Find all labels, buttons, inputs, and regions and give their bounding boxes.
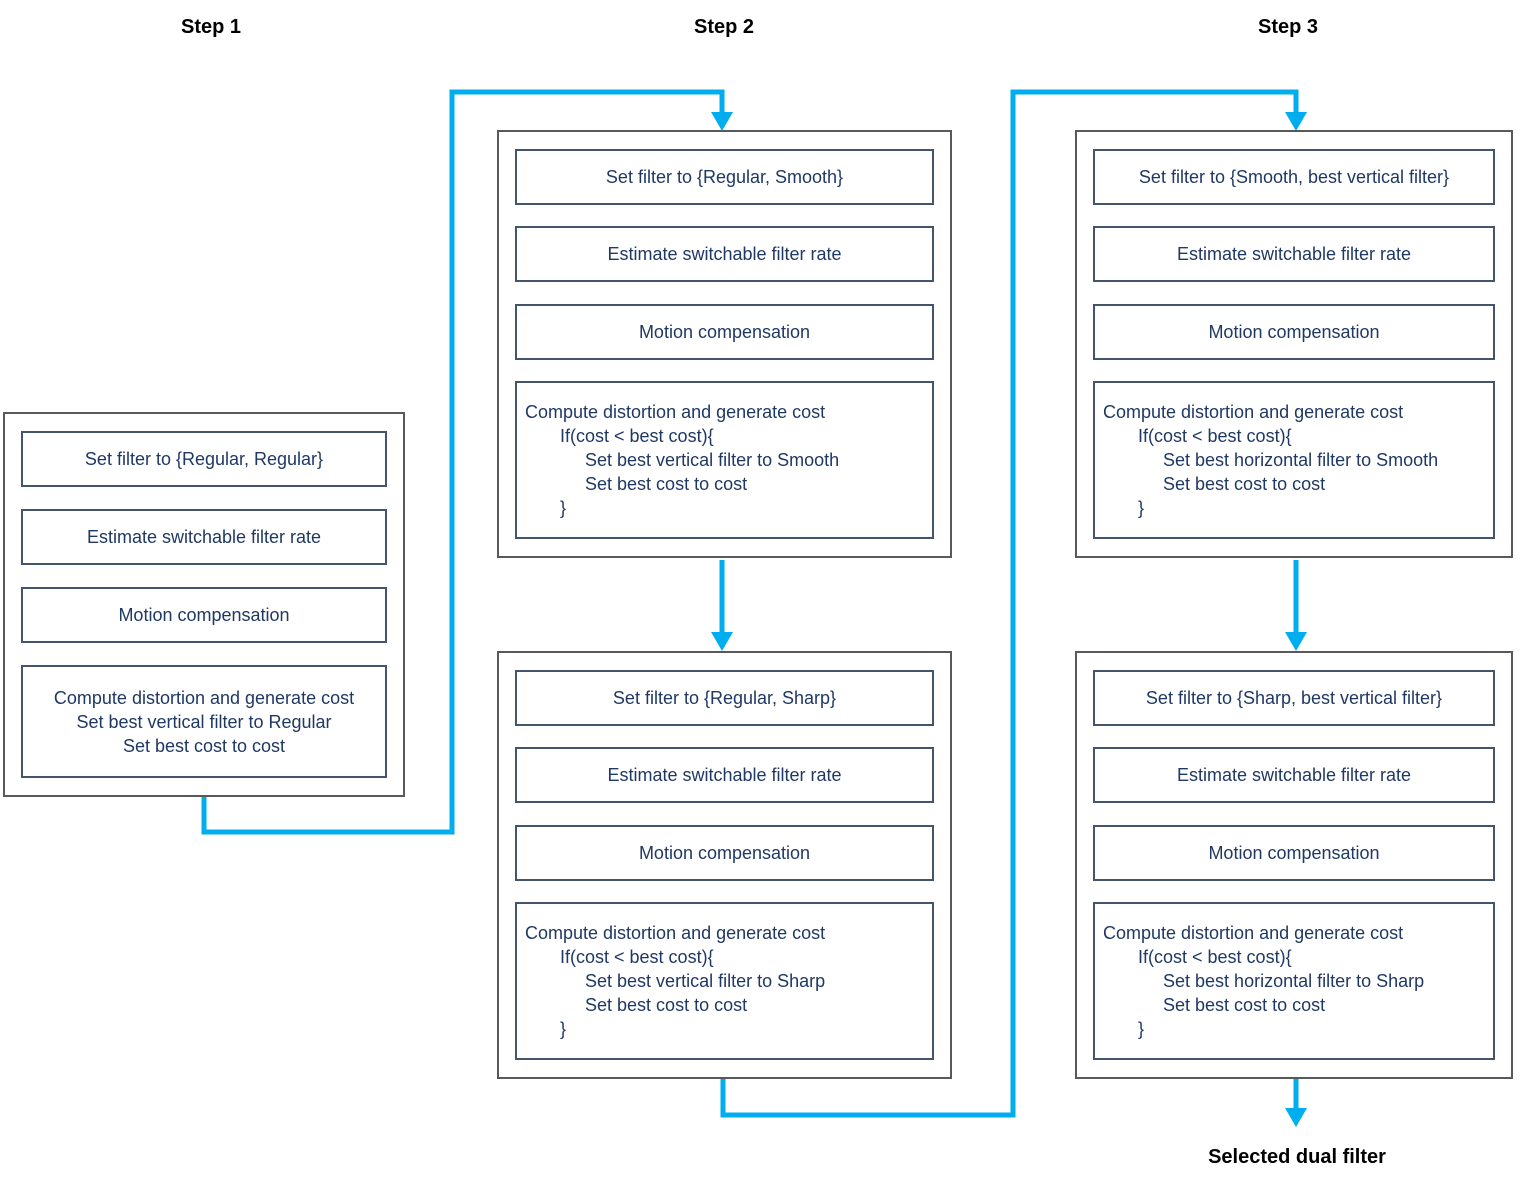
compute-cost-box: Compute distortion and generate cost If(…: [1093, 380, 1495, 539]
compute-cost-box: Compute distortion and generate cost If(…: [515, 901, 934, 1060]
motion-compensation-box: Motion compensation: [1093, 303, 1495, 360]
estimate-filter-rate-box: Estimate switchable filter rate: [515, 226, 934, 283]
estimate-filter-rate-box: Estimate switchable filter rate: [21, 509, 387, 565]
step-1-title: Step 1: [180, 16, 242, 38]
set-filter-box: Set filter to {Sharp, best vertical filt…: [1093, 670, 1495, 726]
arrowhead-icon: [711, 632, 733, 651]
step3-smooth-group-box: Set filter to {Smooth, best vertical fil…: [1075, 130, 1513, 558]
compute-cost-box: Compute distortion and generate cost If(…: [1093, 901, 1495, 1060]
motion-compensation-box: Motion compensation: [515, 824, 934, 881]
arrowhead-icon: [1285, 632, 1307, 651]
estimate-filter-rate-box: Estimate switchable filter rate: [1093, 747, 1495, 804]
arrowhead-icon: [711, 112, 733, 131]
arrow-step3-top-to-bottom: [1285, 560, 1307, 651]
compute-cost-box: Compute distortion and generate cost Set…: [21, 665, 387, 778]
step2-sharp-group-box: Set filter to {Regular, Sharp} Estimate …: [497, 651, 952, 1079]
step-2-title: Step 2: [693, 16, 755, 38]
set-filter-box: Set filter to {Regular, Regular}: [21, 431, 387, 487]
estimate-filter-rate-box: Estimate switchable filter rate: [515, 747, 934, 804]
selected-dual-filter-label: Selected dual filter: [1208, 1146, 1386, 1168]
step1-group-box: Set filter to {Regular, Regular} Estimat…: [3, 412, 405, 797]
set-filter-box: Set filter to {Smooth, best vertical fil…: [1093, 149, 1495, 205]
set-filter-box: Set filter to {Regular, Sharp}: [515, 670, 934, 726]
arrowhead-icon: [1285, 112, 1307, 131]
step3-sharp-group-box: Set filter to {Sharp, best vertical filt…: [1075, 651, 1513, 1079]
compute-cost-box: Compute distortion and generate cost If(…: [515, 380, 934, 539]
arrow-step2-top-to-bottom: [711, 560, 733, 651]
motion-compensation-box: Motion compensation: [21, 587, 387, 643]
motion-compensation-box: Motion compensation: [1093, 824, 1495, 881]
arrowhead-icon: [1285, 1108, 1307, 1127]
step2-smooth-group-box: Set filter to {Regular, Smooth} Estimate…: [497, 130, 952, 558]
step-3-title: Step 3: [1257, 16, 1319, 38]
arrow-step3-to-result: [1285, 1079, 1307, 1127]
set-filter-box: Set filter to {Regular, Smooth}: [515, 149, 934, 205]
estimate-filter-rate-box: Estimate switchable filter rate: [1093, 226, 1495, 283]
motion-compensation-box: Motion compensation: [515, 303, 934, 360]
